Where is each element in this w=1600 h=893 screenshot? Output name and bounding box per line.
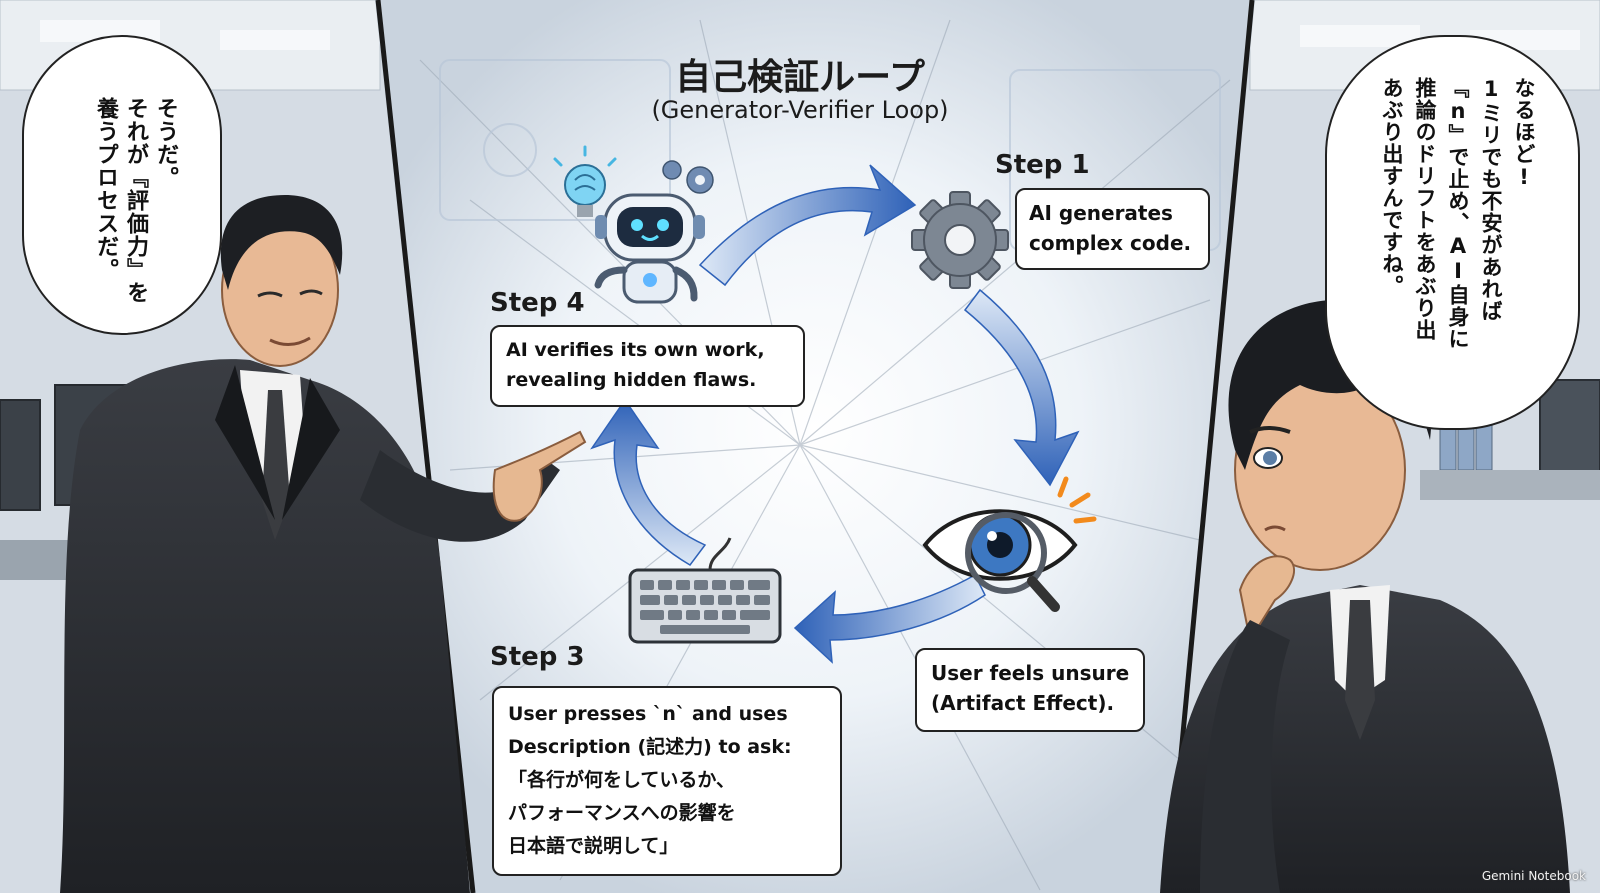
step-3-line: パフォーマンスへの影響を: [508, 802, 736, 824]
left-speech-line: そうだ。: [153, 97, 178, 189]
step-3-line: User presses `n` and uses: [508, 703, 788, 725]
step-1-line: AI generates: [1029, 201, 1173, 225]
step-4-label: Step 4: [490, 288, 585, 318]
left-speech-text: そうだ。 それが『評価力』を 養うプロセスだ。: [90, 97, 180, 327]
step-3-line: 日本語で説明して」: [508, 835, 679, 857]
step-3-bubble: User presses `n` and uses Description (記…: [492, 686, 842, 876]
loop-arrow-icon: [590, 164, 1080, 664]
step-1-bubble: AI generates complex code.: [1015, 188, 1210, 270]
step-3-line: 「各行が何をしているか、: [508, 769, 736, 791]
step-4-bubble: AI verifies its own work, revealing hidd…: [490, 325, 805, 407]
robot-icon: [594, 193, 705, 304]
gear-icon: [911, 191, 1009, 289]
left-speech-line: 養うプロセスだ。: [93, 97, 118, 281]
right-speech-line: あぶり出すんですね。: [1380, 77, 1404, 297]
right-speech-line: なるほど!: [1512, 77, 1536, 190]
step-2-line: (Artifact Effect).: [931, 691, 1115, 715]
eye-magnifier-icon: [922, 476, 1097, 612]
step-2-text: User feels unsure (Artifact Effect).: [931, 658, 1129, 718]
step-1-line: complex code.: [1029, 231, 1192, 255]
diagram-subtitle: (Generator-Verifier Loop): [651, 96, 949, 124]
diagram-title: 自己検証ループ: [675, 57, 925, 98]
step-3-line: Description (記述力) to ask:: [508, 736, 792, 758]
brain-lightbulb-icon: [553, 145, 617, 217]
right-speech-line: 推論のドリフトをあぶり出: [1413, 77, 1437, 341]
right-speech-text: なるほど! 1ミリでも不安があれば 『n』で止め、AI自身に 推論のドリフトをあ…: [1375, 77, 1540, 407]
step-4-line: revealing hidden flaws.: [506, 369, 757, 391]
step-2-line: User feels unsure: [931, 661, 1130, 685]
left-man-illustration: [60, 195, 587, 893]
right-speech-bubble: なるほど! 1ミリでも不安があれば 『n』で止め、AI自身に 推論のドリフトをあ…: [1325, 35, 1580, 430]
step-2-bubble: User feels unsure (Artifact Effect).: [915, 648, 1145, 732]
right-speech-line: 『n』で止め、AI自身に: [1446, 77, 1470, 350]
step-3-text: User presses `n` and uses Description (記…: [508, 698, 826, 863]
step-1-text: AI generates complex code.: [1029, 198, 1196, 258]
step-4-line: AI verifies its own work,: [506, 339, 765, 361]
left-speech-bubble: そうだ。 それが『評価力』を 養うプロセスだ。: [22, 35, 222, 335]
right-speech-line: 1ミリでも不安があれば: [1479, 77, 1503, 322]
step-3-label: Step 3: [490, 642, 585, 672]
step-1-label: Step 1: [995, 150, 1090, 180]
step-4-text: AI verifies its own work, revealing hidd…: [506, 335, 789, 395]
left-speech-line: それが『評価力』を: [123, 97, 148, 304]
keyboard-icon: [628, 537, 782, 644]
watermark: Gemini Notebook: [1481, 869, 1586, 883]
